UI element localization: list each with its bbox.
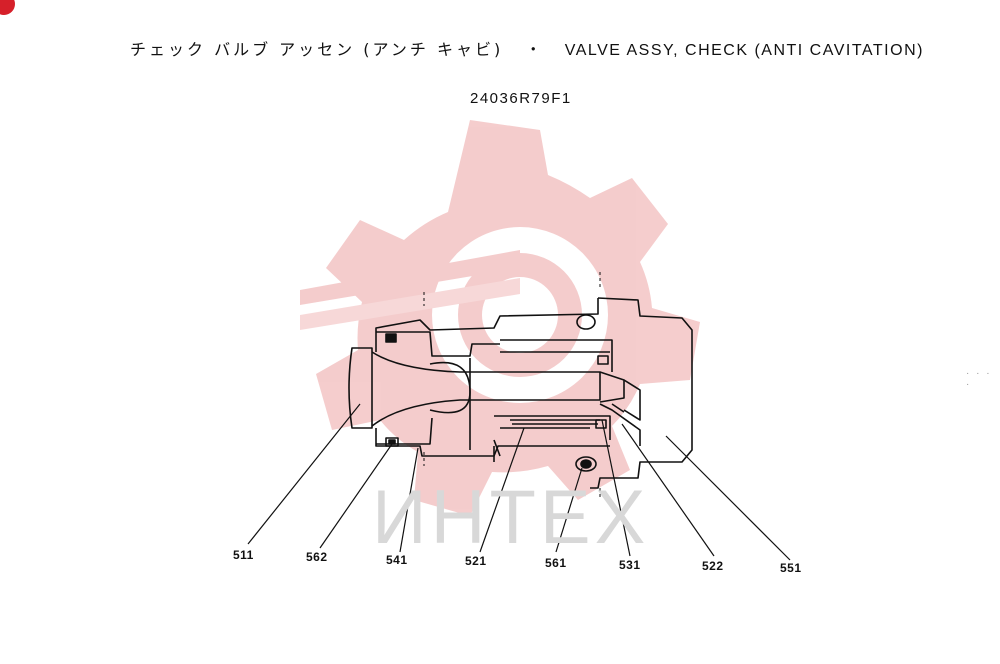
callout-511: 511 <box>233 548 254 562</box>
leader-511 <box>247 403 361 545</box>
o-ring-562-bottom <box>385 437 399 447</box>
plunger-head <box>348 347 373 429</box>
callout-562: 562 <box>306 550 328 564</box>
callout-521: 521 <box>465 554 487 568</box>
o-ring-562-top <box>385 333 397 343</box>
diagram-title: チェック バルブ アッセン (アンチ キャビ) ・ VALVE ASSY, CHEC… <box>130 36 950 60</box>
title-separator: ・ <box>525 42 543 59</box>
callout-522: 522 <box>702 559 724 573</box>
leader-521 <box>479 427 525 553</box>
leader-561 <box>555 467 583 553</box>
corner-logo <box>0 0 15 15</box>
title-english: VALVE ASSY, CHECK (ANTI CAVITATION) <box>564 42 924 59</box>
part-number: 24036R79F1 <box>470 90 572 107</box>
watermark-text: ИНТЕХ <box>372 475 650 560</box>
leader-531 <box>601 419 631 557</box>
ball-561 <box>575 456 597 472</box>
ball-top <box>576 314 596 330</box>
callout-531: 531 <box>619 558 641 572</box>
leader-562 <box>319 443 393 549</box>
housing-outline <box>590 297 693 489</box>
callout-541: 541 <box>386 553 408 567</box>
callout-551: 551 <box>780 561 802 575</box>
leader-541 <box>399 447 419 553</box>
leader-522 <box>621 423 715 557</box>
leader-551 <box>665 435 791 561</box>
callout-561: 561 <box>545 556 567 570</box>
title-japanese: チェック バルブ アッセン (アンチ キャビ) <box>130 40 504 59</box>
watermark-gear-logo <box>300 120 700 516</box>
edge-dots: · · · · <box>966 368 992 390</box>
